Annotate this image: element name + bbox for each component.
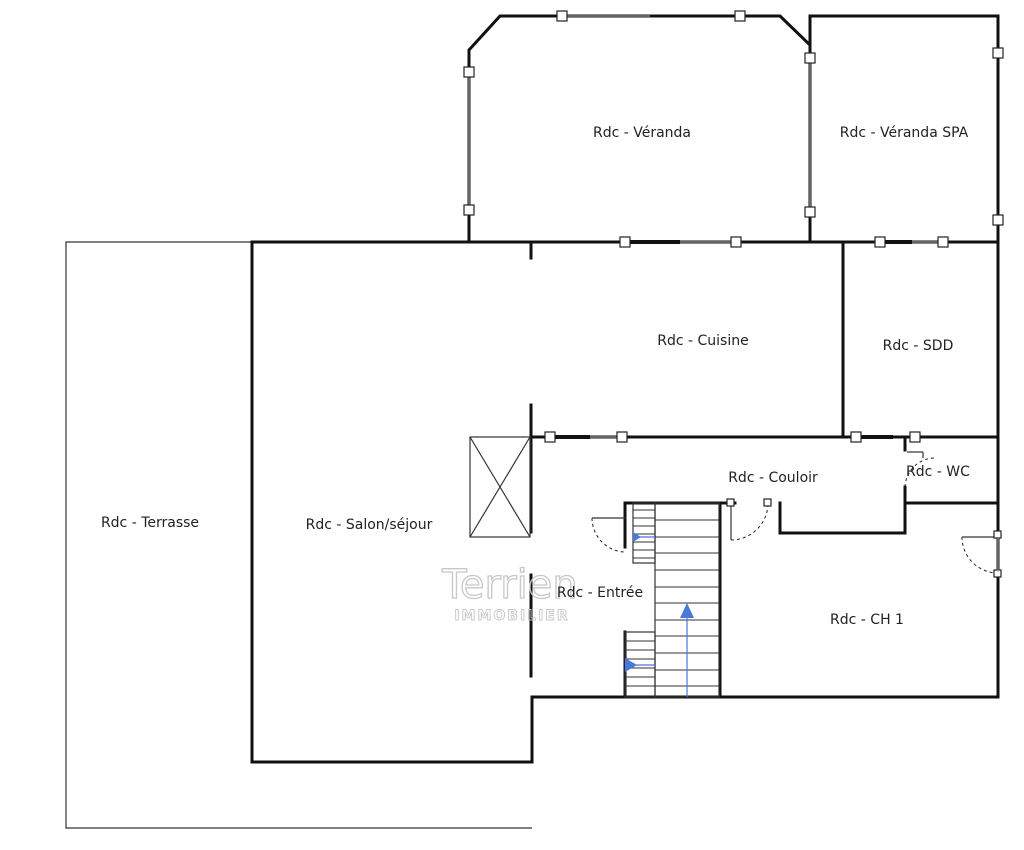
windows	[468, 15, 943, 439]
room-labels: Rdc - Véranda Rdc - Véranda SPA Rdc - Cu…	[101, 125, 970, 628]
watermark: Terrien IMMOBILIER	[441, 561, 579, 624]
terrasse-outline	[65, 241, 532, 829]
room-label-salon: Rdc - Salon/séjour	[306, 517, 433, 533]
staircase	[624, 502, 720, 698]
watermark-subtitle: IMMOBILIER	[454, 608, 569, 624]
room-label-ch1: Rdc - CH 1	[830, 612, 904, 628]
room-label-couloir: Rdc - Couloir	[728, 470, 818, 486]
cupboard-cross	[469, 436, 531, 538]
room-label-sdd: Rdc - SDD	[883, 338, 954, 354]
room-label-entree: Rdc - Entrée	[557, 585, 643, 601]
room-label-wc: Rdc - WC	[906, 464, 970, 480]
room-label-cuisine: Rdc - Cuisine	[657, 333, 748, 349]
window-nodes	[463, 10, 1004, 443]
watermark-brand: Terrien	[441, 562, 578, 608]
room-label-veranda: Rdc - Véranda	[593, 125, 691, 141]
room-label-terrasse: Rdc - Terrasse	[101, 515, 199, 531]
room-label-veranda-spa: Rdc - Véranda SPA	[840, 125, 969, 141]
doors	[591, 451, 1002, 578]
